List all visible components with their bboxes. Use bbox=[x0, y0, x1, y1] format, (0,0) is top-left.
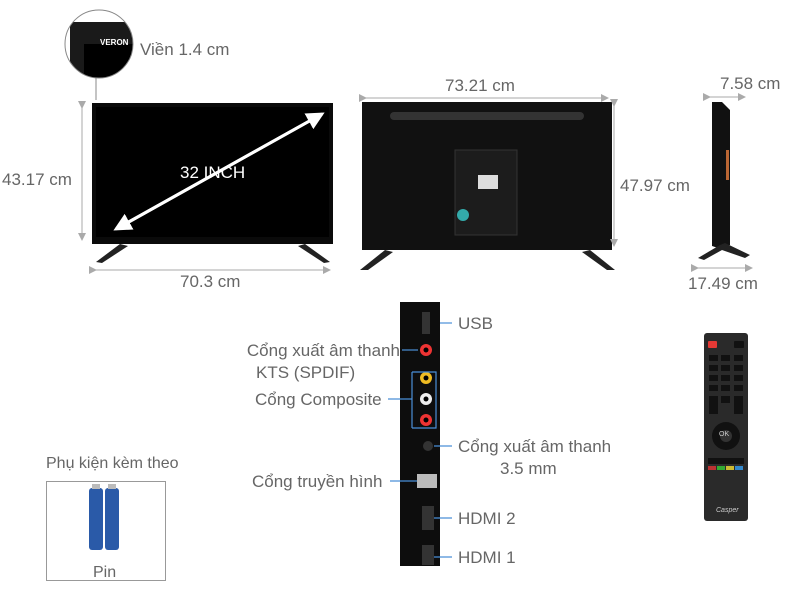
back-width-label: 73.21 cm bbox=[445, 76, 515, 95]
bezel-label: Viền 1.4 cm bbox=[140, 40, 230, 59]
remote-brand-label: Casper bbox=[716, 507, 739, 514]
port-spdif-label-1: Cổng xuất âm thanh bbox=[246, 341, 400, 360]
bezel-inset bbox=[64, 9, 134, 100]
tv-side bbox=[691, 93, 753, 272]
front-height-label: 43.17 cm bbox=[2, 170, 72, 189]
port-hdmi1-label: HDMI 1 bbox=[458, 548, 516, 567]
port-hdmi2-label: HDMI 2 bbox=[458, 509, 516, 528]
bezel-logo-text: VERON bbox=[100, 38, 129, 47]
accessories-box bbox=[46, 481, 166, 581]
port-panel bbox=[388, 302, 452, 566]
port-usb-label: USB bbox=[458, 314, 493, 333]
back-height-label: 47.97 cm bbox=[620, 176, 690, 195]
port-composite-label: Cổng Composite bbox=[255, 390, 382, 409]
accessory-battery-label: Pin bbox=[93, 564, 117, 581]
diagonal-label: 32 INCH bbox=[180, 163, 246, 182]
side-depth-top-label: 7.58 cm bbox=[720, 74, 781, 93]
remote-ok-label: OK bbox=[719, 431, 730, 438]
tv-front bbox=[78, 101, 333, 274]
tv-back bbox=[359, 94, 618, 270]
remote-control bbox=[704, 333, 748, 521]
port-audio-label-2: 3.5 mm bbox=[500, 459, 557, 478]
port-antenna-label: Cổng truyền hình bbox=[252, 472, 383, 491]
accessories-title: Phụ kiện kèm theo bbox=[46, 455, 179, 472]
port-audio-label-1: Cổng xuất âm thanh bbox=[458, 437, 612, 456]
side-depth-base-label: 17.49 cm bbox=[688, 274, 758, 293]
port-spdif-label-2: KTS (SPDIF) bbox=[256, 363, 356, 382]
front-width-label: 70.3 cm bbox=[180, 272, 241, 291]
